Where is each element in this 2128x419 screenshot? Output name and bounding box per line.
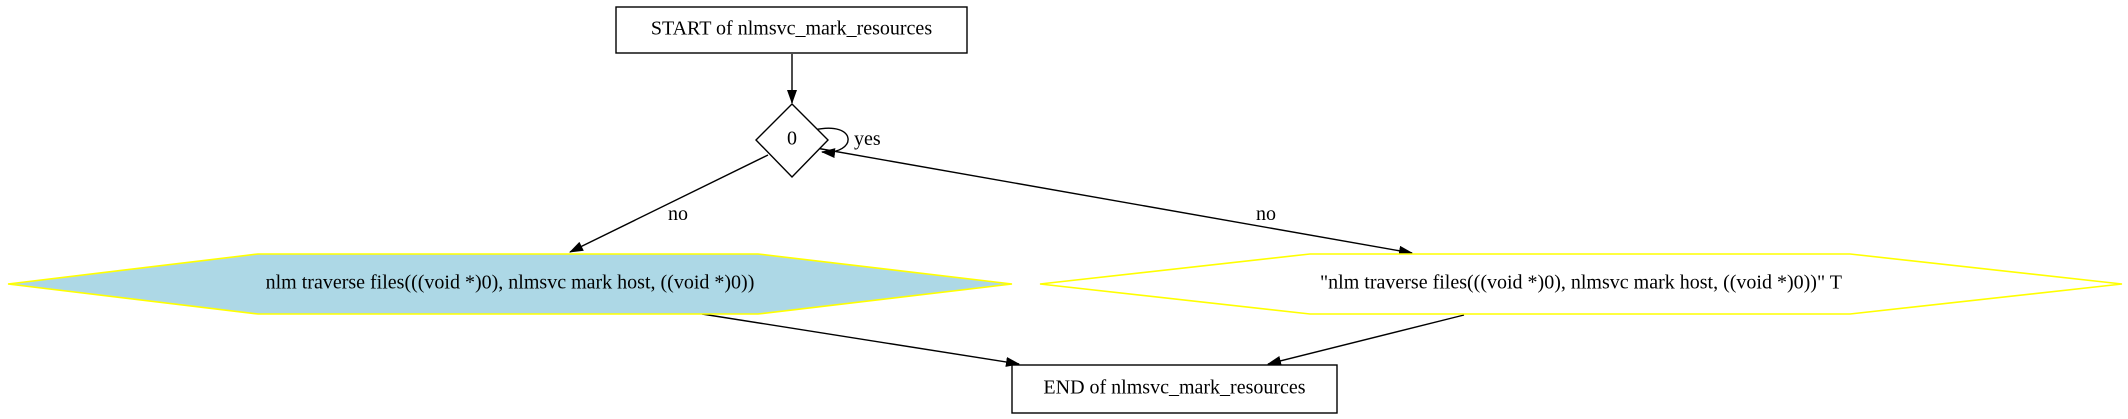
- edge-label-no-left: no: [668, 203, 688, 225]
- edge-left-to-end: [701, 313, 1020, 367]
- decision-diamond: [755, 103, 829, 179]
- node-right-action: "nlm traverse files(((void *)0), nlmsvc …: [1039, 253, 2123, 315]
- edge-label-yes: yes: [854, 128, 881, 150]
- end-box: [1011, 364, 1338, 414]
- edge-decision-to-left: [569, 154, 769, 253]
- end-label: END of nlmsvc_mark_resources: [1043, 377, 1305, 399]
- start-label: START of nlmsvc_mark_resources: [651, 18, 932, 40]
- left-action-label: nlm traverse files(((void *)0), nlmsvc m…: [266, 272, 755, 294]
- edge-label-no-right: no: [1256, 203, 1276, 225]
- node-decision: 0: [755, 103, 829, 179]
- edges: yes no no: [569, 54, 1465, 367]
- decision-label: 0: [787, 128, 797, 150]
- edge-decision-to-right: [815, 147, 1413, 256]
- right-action-hexagon: [1039, 253, 2123, 315]
- edge-right-to-end: [1267, 314, 1465, 366]
- start-box: [615, 6, 968, 54]
- right-action-label: "nlm traverse files(((void *)0), nlmsvc …: [1320, 272, 1842, 294]
- node-end: END of nlmsvc_mark_resources: [1011, 364, 1338, 414]
- left-action-hexagon: [7, 253, 1013, 315]
- node-start: START of nlmsvc_mark_resources: [615, 6, 968, 54]
- edge-decision-self-loop: [813, 127, 849, 159]
- node-left-action: nlm traverse files(((void *)0), nlmsvc m…: [7, 253, 1013, 315]
